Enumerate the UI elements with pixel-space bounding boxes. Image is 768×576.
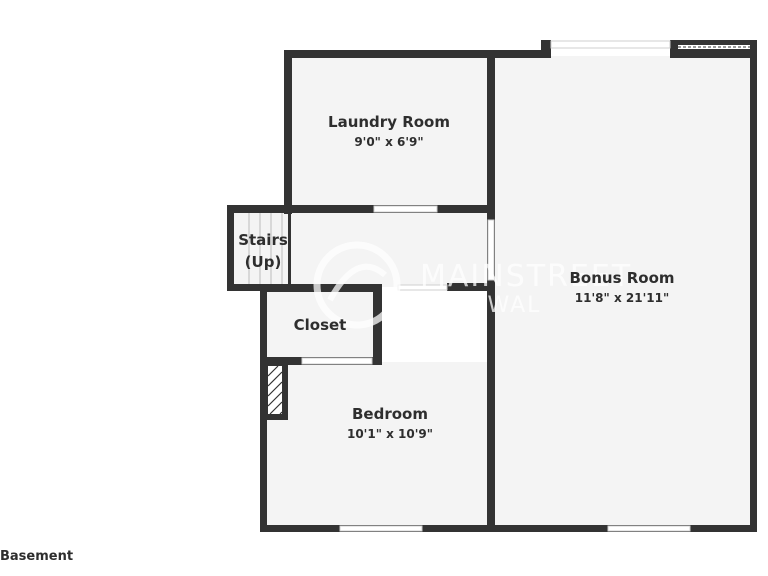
window-bottom-bedroom — [339, 525, 423, 532]
bedroom-dim: 10'1" x 10'9" — [347, 427, 433, 441]
laundry-room-dim: 9'0" x 6'9" — [354, 135, 423, 149]
watermark-line1: MAINSTREET — [420, 259, 632, 294]
wall-top-laundry — [284, 50, 549, 58]
bonus-room-name: Bonus Room — [569, 269, 674, 287]
wall-left-laundry — [284, 50, 292, 214]
stairs-label-line2: (Up) — [245, 253, 282, 271]
wall-bottom — [260, 525, 757, 532]
window-top-bonus — [550, 40, 671, 49]
laundry-room-name: Laundry Room — [328, 113, 450, 131]
stairs-label-line1: Stairs — [238, 231, 288, 249]
watermark-line2: RENEWAL — [420, 293, 541, 318]
top-right-vent — [678, 45, 750, 49]
hall-floor — [289, 209, 491, 287]
wall-laundry-bottom — [227, 205, 495, 213]
bonus-floor — [491, 56, 753, 528]
closet-name: Closet — [294, 316, 347, 334]
stairs-floor — [231, 209, 291, 287]
door-laundry — [373, 205, 438, 213]
bonus-room-dim: 11'8" x 21'11" — [575, 291, 669, 305]
opening-bonus — [487, 219, 495, 281]
wall-stairs-left — [227, 205, 234, 291]
wall-closet-top — [260, 284, 382, 292]
window-bottom-bonus — [607, 525, 691, 532]
bedroom-floor — [264, 362, 491, 528]
room-labels: Laundry Room 9'0" x 6'9" Bonus Room 11'8… — [238, 113, 674, 441]
stair-treads — [248, 212, 283, 285]
windows — [301, 40, 691, 532]
watermark-logo-icon — [313, 241, 401, 329]
wall-left-bedroom — [260, 284, 267, 532]
floor-fills — [231, 56, 753, 528]
wall-stair-divider — [288, 213, 291, 287]
wall-stairs-bottom — [227, 284, 285, 291]
wall-top-notch — [541, 40, 551, 58]
floor-label: Basement — [0, 549, 74, 564]
door-closet — [301, 357, 373, 365]
wall-hall-stub — [447, 283, 491, 291]
wall-right — [750, 40, 757, 532]
bedroom-name: Bedroom — [352, 405, 428, 423]
wall-closet-right — [373, 284, 382, 365]
laundry-floor — [289, 56, 491, 209]
watermark: MAINSTREET RENEWAL — [313, 241, 632, 329]
chimney-hatch — [267, 365, 283, 415]
